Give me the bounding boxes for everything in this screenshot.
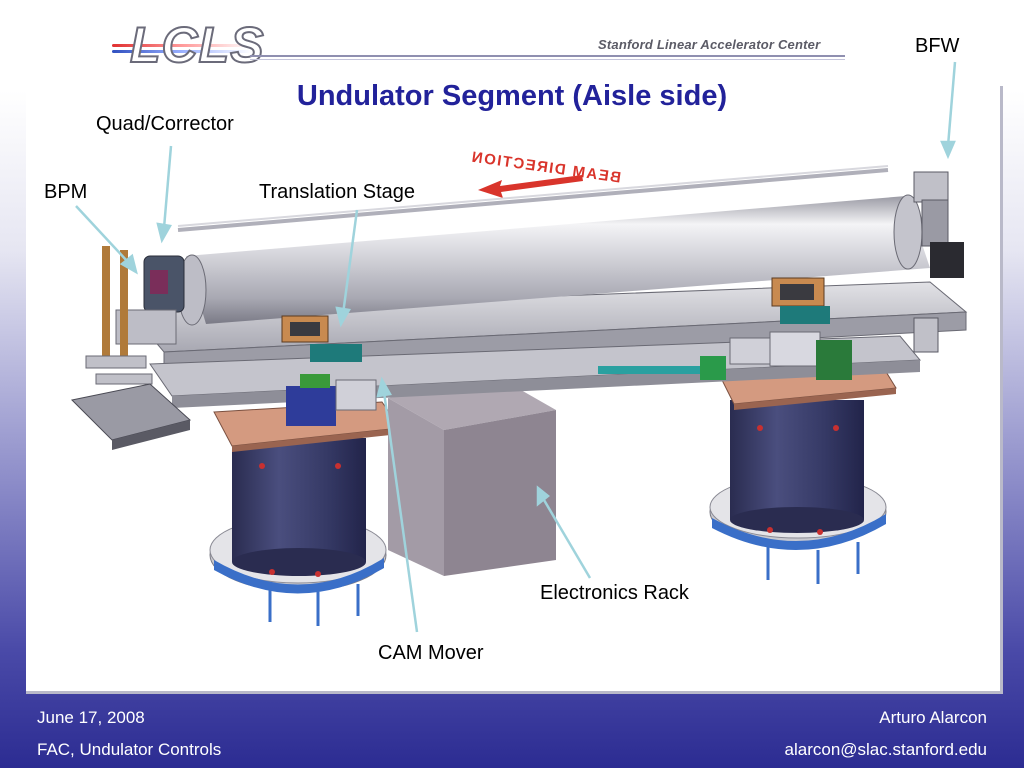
organization-name: Stanford Linear Accelerator Center (598, 37, 821, 52)
bfw-callout: BFW (915, 35, 960, 57)
lcls-logo: LCLS (108, 14, 265, 74)
footer-subtitle: FAC, Undulator Controls (37, 740, 222, 759)
logo-streak-red (112, 44, 252, 47)
left-leveling-screws (268, 584, 360, 626)
bpm-leader (75, 205, 129, 263)
quad-corrector-leader (162, 145, 173, 229)
electronics-rack-box (388, 378, 556, 576)
footer-date: June 17, 2008 (37, 708, 145, 727)
slide-title: Undulator Segment (Aisle side) (296, 80, 728, 112)
undulator-cylinder (177, 165, 930, 326)
left-tank (232, 438, 366, 562)
right-tank (730, 400, 864, 520)
cam-mover-callout: CAM Mover (378, 642, 484, 664)
bpm-assembly (85, 246, 153, 385)
footer-email: alarcon@slac.stanford.edu (784, 740, 987, 759)
bfw-assembly (913, 171, 964, 353)
footer-author: Arturo Alarcon (879, 708, 987, 727)
electronics-rack-callout: Electronics Rack (540, 582, 689, 604)
callout-lines (75, 61, 957, 633)
quad-corrector-assembly (115, 255, 185, 345)
header-rule (250, 55, 845, 57)
cam-mover-right (700, 331, 852, 380)
left-anchor-bracket (214, 558, 384, 594)
translation-stage-left (281, 315, 362, 362)
left-support-pedestal (209, 401, 401, 626)
translation-stage-leader (341, 209, 359, 315)
quad-corrector-callout: Quad/Corrector (96, 113, 234, 135)
bfw-leader (946, 61, 957, 147)
right-anchor-bracket (712, 514, 886, 551)
floor-electronics-chassis (70, 383, 192, 450)
header-rule-light (250, 59, 845, 60)
cam-mover-leader (382, 391, 419, 633)
cam-mover-left (286, 374, 377, 426)
header-band (0, 0, 1024, 86)
translation-stage-right (771, 277, 830, 324)
translation-stage-callout: Translation Stage (259, 181, 416, 203)
logo-text: LCLS (129, 17, 265, 73)
right-support-pedestal (709, 361, 897, 584)
logo-streak-blue (112, 50, 252, 53)
bpm-callout: BPM (44, 181, 88, 203)
electronics-rack-leader (542, 499, 592, 579)
beam-arrow-shape (478, 175, 583, 198)
right-leveling-screws (766, 542, 860, 584)
